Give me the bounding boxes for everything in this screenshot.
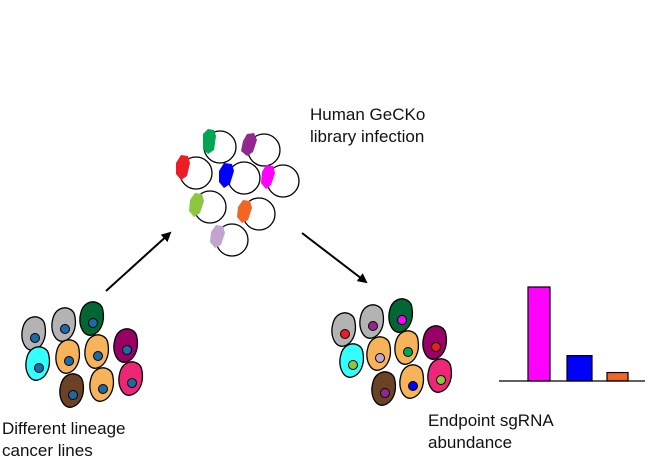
sgrna-insert-red: [176, 155, 190, 180]
sgrna-abundance-chart: [499, 286, 645, 382]
sgrna-insert-magenta: [261, 165, 275, 189]
cells-label-line2: cancer lines: [2, 441, 93, 460]
library-label-line1: Human GeCKo: [310, 105, 426, 124]
cell: [371, 371, 397, 406]
cells-label-line1: Different lineage: [2, 419, 126, 438]
cell: [331, 312, 357, 347]
abundance-bar-1: [527, 286, 551, 382]
cell: [25, 346, 51, 381]
cancer-cell-lines: [21, 301, 144, 408]
library-infection-label: Human GeCKo library infection: [310, 104, 425, 148]
arrow-to-library: [105, 231, 172, 292]
cell: [118, 361, 144, 396]
sgrna-insert-green: [203, 129, 216, 154]
abundance-bar-3: [606, 371, 629, 382]
sgrna-insert-lightgreen: [189, 193, 204, 217]
cell: [366, 336, 392, 371]
endpoint-label-line1: Endpoint sgRNA: [428, 411, 554, 430]
infected-cell-lines: [331, 298, 453, 406]
cell: [51, 307, 77, 342]
endpoint-abundance-label: Endpoint sgRNA abundance: [428, 410, 554, 454]
library-label-line2: library infection: [310, 127, 425, 146]
endpoint-label-line2: abundance: [428, 433, 513, 452]
cell: [21, 316, 47, 351]
cell: [339, 343, 365, 378]
cell: [113, 328, 139, 363]
cell: [55, 339, 81, 374]
cell: [399, 364, 425, 399]
sgrna-insert-orange: [237, 200, 252, 223]
plasmid-ring: [227, 161, 261, 195]
cell: [422, 325, 448, 360]
sgrna-insert-purple: [241, 133, 257, 156]
cell: [59, 373, 85, 408]
arrow-to-endpoint: [301, 232, 368, 284]
sgrna-insert-lavender: [210, 225, 225, 248]
cell: [427, 358, 453, 393]
sgrna-insert-blue: [219, 163, 234, 188]
cell: [388, 298, 414, 333]
cell: [84, 334, 110, 369]
cancer-lines-label: Different lineage cancer lines: [2, 418, 126, 462]
plasmid-library: [176, 129, 300, 257]
abundance-bar-2: [566, 355, 593, 382]
cell: [79, 301, 105, 336]
cell: [394, 330, 420, 365]
cell: [359, 304, 385, 339]
cell: [89, 367, 115, 402]
